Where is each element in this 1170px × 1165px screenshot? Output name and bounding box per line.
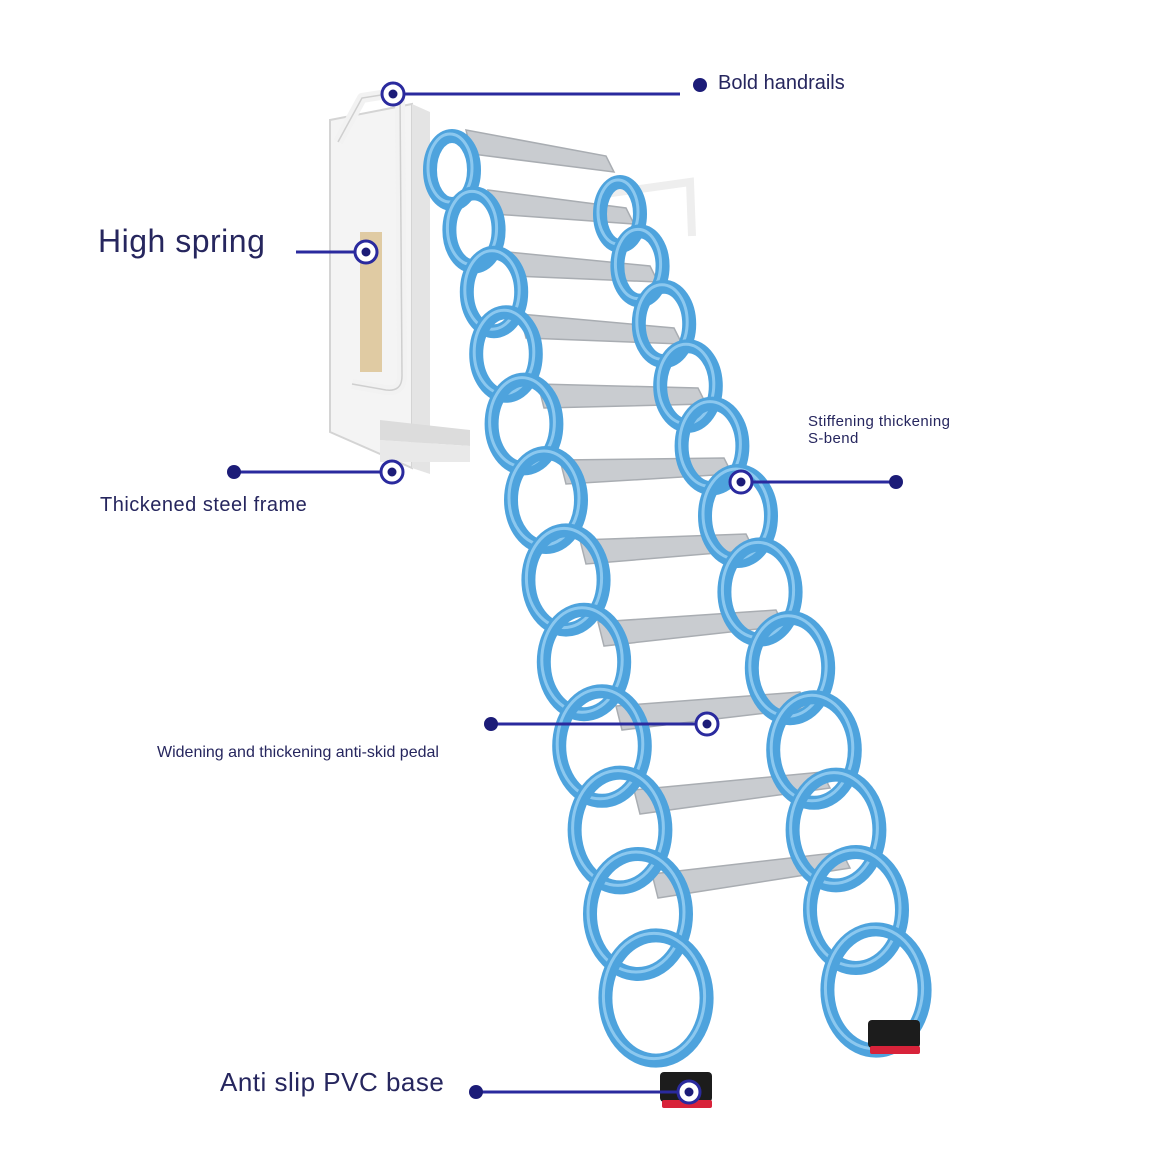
left-link-ring-highlight: [555, 687, 645, 801]
right-link-ring-highlight: [789, 771, 879, 885]
filled-dot-icon: [693, 78, 707, 92]
callout-lines: [234, 92, 896, 1094]
end-dots: [227, 78, 903, 1099]
right-link-ring-highlight: [769, 693, 855, 803]
right-link-ring: [766, 690, 862, 810]
left-link-ring-highlight: [463, 249, 521, 331]
label-pvc-base: Anti slip PVC base: [220, 1067, 445, 1097]
step-tread: [464, 129, 616, 173]
step-tread: [519, 313, 684, 345]
label-high-spring: High spring: [98, 223, 266, 259]
left-link-ring: [583, 847, 693, 981]
left-link-ring: [567, 765, 673, 895]
ring-dot-icon: [379, 459, 405, 485]
label-s-bend-line2: S-bend: [808, 429, 859, 447]
label-anti-skid-pedal: Widening and thickening anti-skid pedal: [157, 744, 439, 761]
anti-slip-foot-rear: [868, 1020, 920, 1054]
ring-dot-icon: [676, 1079, 702, 1105]
ring-dot-icon: [728, 469, 754, 495]
filled-dot-icon: [484, 717, 498, 731]
left-link-ring-highlight: [571, 769, 665, 887]
left-link-ring-highlight: [586, 850, 686, 974]
scissor-links-group: [423, 129, 932, 1068]
ring-dot-icon: [694, 711, 720, 737]
step-tread: [507, 251, 660, 283]
ring-dot-icon: [353, 239, 379, 265]
filled-dot-icon: [227, 465, 241, 479]
right-link-ring: [803, 845, 909, 975]
left-link-ring: [536, 602, 632, 722]
label-bold-handrails: Bold handrails: [718, 72, 845, 94]
left-link-ring-highlight: [601, 931, 707, 1061]
label-steel-frame: Thickened steel frame: [100, 494, 308, 516]
ring-markers: [353, 81, 754, 1105]
left-link-ring: [459, 245, 529, 339]
wall-mount-plate: [329, 102, 470, 474]
left-link-ring-highlight: [524, 526, 604, 630]
left-link-ring-highlight: [540, 606, 624, 714]
left-link-ring: [598, 928, 714, 1068]
filled-dot-icon: [469, 1085, 483, 1099]
step-tread: [559, 457, 734, 485]
right-link-ring: [785, 767, 887, 893]
ring-dot-icon: [380, 81, 406, 107]
right-link-ring-highlight: [806, 848, 902, 968]
step-tread: [537, 383, 708, 409]
label-s-bend-line1: Stiffening thickening: [808, 413, 951, 430]
left-link-ring: [521, 523, 611, 637]
right-link-ring: [744, 610, 836, 726]
left-link-ring: [552, 684, 652, 808]
label-s-bend: Stiffening thickening S-bend: [808, 413, 951, 447]
filled-dot-icon: [889, 475, 903, 489]
